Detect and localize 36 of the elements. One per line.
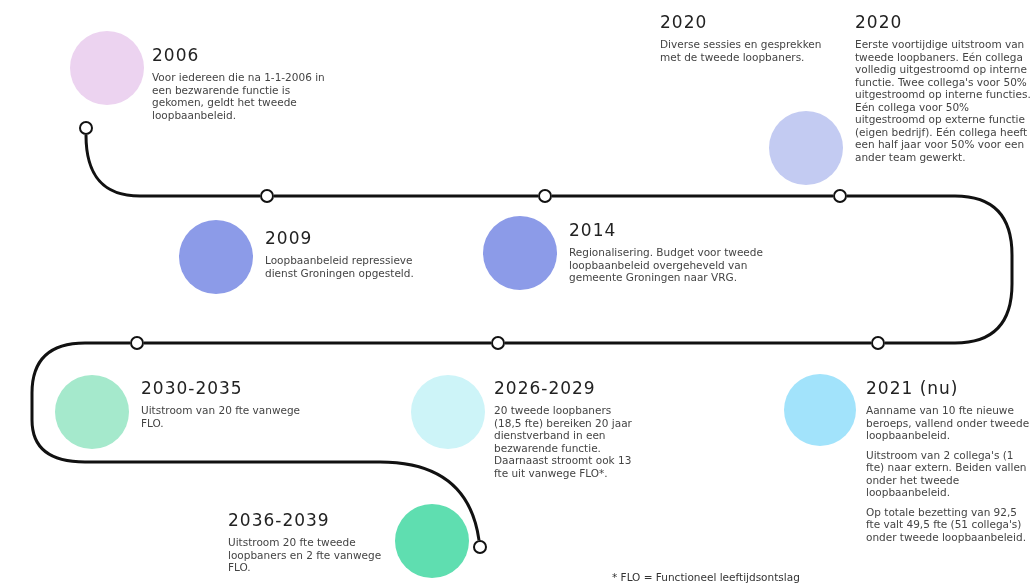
milestone-description: Diverse sessies en gesprekken met de tweede loopbaners. xyxy=(660,38,823,63)
timeline-line xyxy=(552,194,833,198)
milestone-description: Op totale bezetting van 92,5 fte valt 49,5 fte (51 collega's) onder tweede loopbaanbeleid. xyxy=(866,505,1027,543)
timeline-marker xyxy=(79,121,93,135)
milestone-description: Loopbaanbeleid repressieve dienst Groningen opgesteld. xyxy=(265,254,415,279)
milestone-description: Voor iedereen die na 1-1-2006 in een bezwarende functie is gekomen, geldt het tweede loopbaanbeleid. xyxy=(152,71,326,121)
year-heading: 2020 xyxy=(660,12,709,32)
timeline-marker xyxy=(833,189,847,203)
timeline-line xyxy=(847,194,1014,345)
timeline-marker xyxy=(130,336,144,350)
year-heading: 2021 (nu) xyxy=(866,378,960,398)
timeline-marker xyxy=(491,336,505,350)
milestone-description: Regionalisering. Budget voor tweede loopbaanbeleid overgeheveld van gemeente Groningen naar VRG. xyxy=(569,246,764,284)
timeline-marker xyxy=(260,189,274,203)
timeline-marker xyxy=(473,540,487,554)
year-heading: 2026-2029 xyxy=(494,378,597,398)
year-heading: 2009 xyxy=(265,228,314,248)
milestone-description: Uitstroom van 20 fte vanwege FLO. xyxy=(141,404,302,429)
timeline-line xyxy=(30,341,481,541)
timeline-line xyxy=(274,194,538,198)
milestone-description: Aanname van 10 fte nieuwe beroeps, vallend onder tweede loopbaanbeleid. xyxy=(866,404,1031,442)
milestone-description: Uitstroom van 2 collega's (1 fte) naar extern. Beiden vallen onder het tweede loopbaanbeleid. xyxy=(866,448,1028,499)
year-heading: 2030-2035 xyxy=(141,378,244,398)
milestone-description: 20 tweede loopbaners (18,5 fte) bereiken 20 jaar dienstverband in een bezwarende functie. Daarnaast stroomt ook 13 fte uit vanwege FLO*. xyxy=(494,404,633,479)
year-heading: 2006 xyxy=(152,45,201,65)
timeline-marker xyxy=(871,336,885,350)
timeline-line xyxy=(505,341,871,345)
timeline-marker xyxy=(538,189,552,203)
year-heading: 2014 xyxy=(569,220,618,240)
milestone-description: Eerste voortijdige uitstroom van tweede loopbaners. Eén collega volledig uitgestroomd op interne functie. Twee collega's voor 50% uitgestroomd op interne functies. Eén collega voor 50% uitgestroomd op externe functie (eigen bedrijf). Eén collega heeft een half jaar voor 50% voor een ander team gewerkt. xyxy=(855,38,1032,163)
year-heading: 2036-2039 xyxy=(228,510,331,530)
timeline-line xyxy=(84,134,260,198)
milestone-description: Uitstroom 20 fte tweede loopbaners en 2 fte vanwege FLO. xyxy=(228,536,383,574)
footnote: * FLO = Functioneel leeftijdsontslag xyxy=(612,571,800,583)
timeline-line xyxy=(144,341,491,345)
year-heading: 2020 xyxy=(855,12,904,32)
